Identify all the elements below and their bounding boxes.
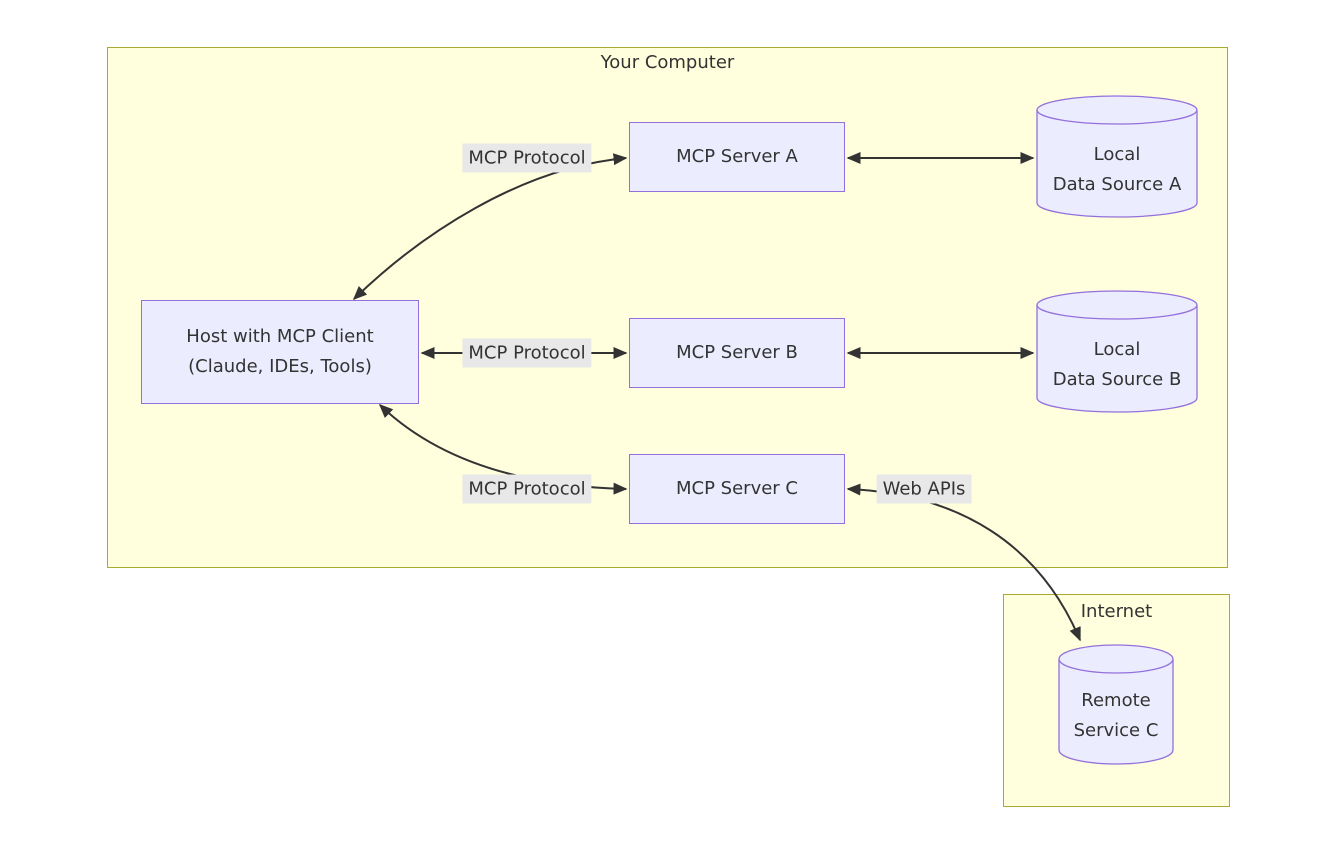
edge-label-mcp-protocol-c: MCP Protocol bbox=[462, 474, 592, 504]
node-mcp-server-b-label: MCP Server B bbox=[676, 342, 798, 363]
node-remote-service-c: Remote Service C bbox=[1058, 644, 1174, 766]
group-internet-label: Internet bbox=[1080, 601, 1153, 622]
cylinder-shape-icon bbox=[1036, 95, 1198, 218]
label-line2: Data Source A bbox=[1052, 174, 1182, 195]
cylinder-shape-icon bbox=[1036, 290, 1198, 413]
edge-label-mcp-protocol-a: MCP Protocol bbox=[462, 143, 592, 173]
label-line2: Service C bbox=[1073, 720, 1159, 741]
group-your-computer-label: Your Computer bbox=[600, 52, 735, 73]
node-local-data-source-b-label: Local Data Source B bbox=[1036, 335, 1198, 395]
node-host-label-line2: (Claude, IDEs, Tools) bbox=[188, 356, 372, 377]
label-line1: Remote bbox=[1081, 690, 1151, 711]
label-line1: Local bbox=[1093, 339, 1141, 360]
edge-label-web-apis: Web APIs bbox=[876, 474, 972, 504]
node-local-data-source-a: Local Data Source A bbox=[1036, 95, 1198, 218]
node-host: Host with MCP Client (Claude, IDEs, Tool… bbox=[141, 300, 419, 404]
node-host-label-line1: Host with MCP Client bbox=[186, 326, 374, 347]
node-local-data-source-a-label: Local Data Source A bbox=[1036, 140, 1198, 200]
node-mcp-server-a-label: MCP Server A bbox=[676, 146, 798, 167]
cylinder-shape-icon bbox=[1058, 644, 1174, 765]
node-mcp-server-b: MCP Server B bbox=[629, 318, 845, 388]
node-local-data-source-b: Local Data Source B bbox=[1036, 290, 1198, 413]
label-line1: Local bbox=[1093, 144, 1141, 165]
edge-label-mcp-protocol-b: MCP Protocol bbox=[462, 338, 592, 368]
node-remote-service-c-label: Remote Service C bbox=[1058, 686, 1174, 746]
label-line2: Data Source B bbox=[1052, 369, 1182, 390]
node-mcp-server-c-label: MCP Server C bbox=[676, 478, 798, 499]
node-mcp-server-c: MCP Server C bbox=[629, 454, 845, 524]
node-mcp-server-a: MCP Server A bbox=[629, 122, 845, 192]
